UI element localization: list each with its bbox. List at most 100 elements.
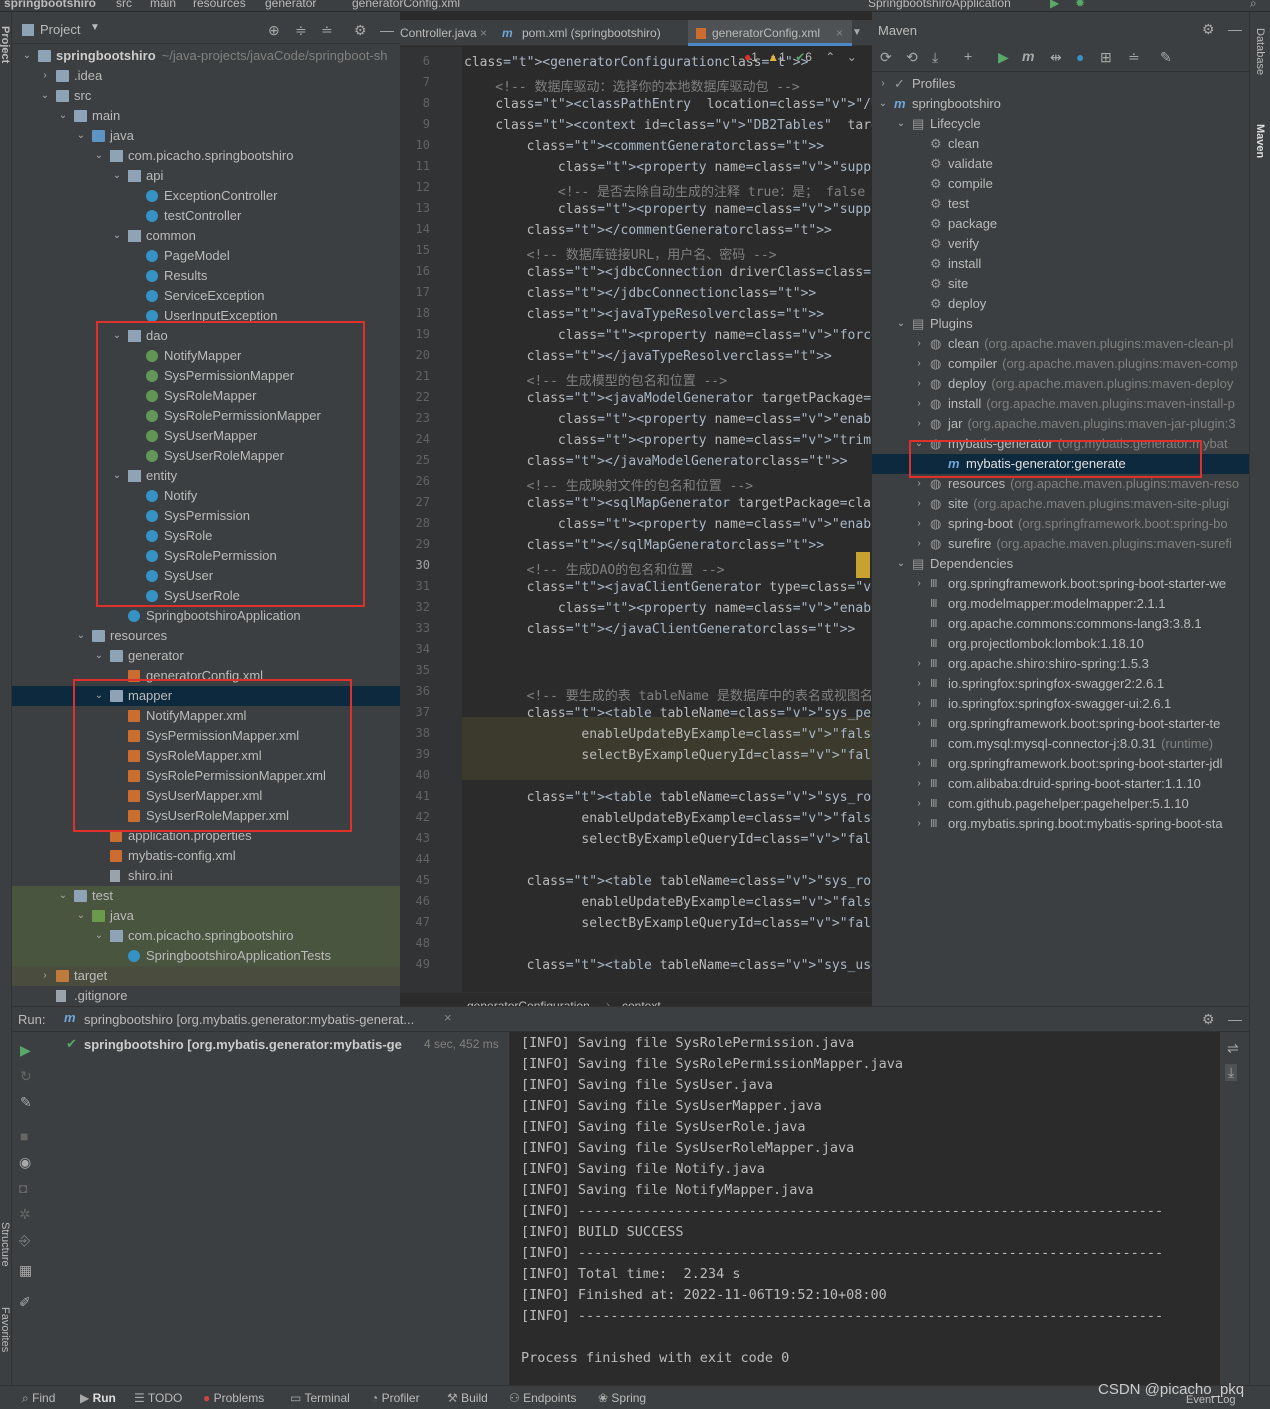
favorites-tool-tab[interactable]: Favorites <box>0 1307 11 1353</box>
skip-tests-icon[interactable]: ● <box>1076 49 1085 65</box>
tree-item-entity[interactable]: ⌄entity <box>12 466 400 486</box>
crumb-generator[interactable]: generator <box>265 0 317 10</box>
download-icon[interactable]: ⤓ <box>932 49 939 65</box>
tree-item-package[interactable]: ⌄com.picacho.springbootshiro <box>12 146 400 166</box>
chevron-down-icon[interactable]: ⌄ <box>112 170 122 181</box>
code-line[interactable]: class="t"><property name=class="v">"trim… <box>557 433 872 448</box>
code-line[interactable]: class="t"><generatorConfigurationclass="… <box>464 55 809 70</box>
code-line[interactable]: class="t"><property name=class="v">"supp… <box>557 160 872 175</box>
tree-item-src[interactable]: ⌄src <box>12 86 400 106</box>
code-line[interactable]: class="t"><property name=class="v">"forc… <box>557 328 872 343</box>
chevron-right-icon[interactable]: › <box>917 678 921 689</box>
chevron-down-icon[interactable]: ⌄ <box>58 110 68 121</box>
hide-icon[interactable]: — <box>1228 21 1242 37</box>
close-icon[interactable]: × <box>444 1010 452 1025</box>
chevron-down-icon[interactable]: ⌄ <box>22 50 32 61</box>
run-tree-item[interactable]: springbootshiro [org.mybatis.generator:m… <box>84 1037 402 1052</box>
run-tab[interactable]: springbootshiro [org.mybatis.generator:m… <box>84 1012 415 1027</box>
maven-item-compile[interactable]: ⚙compile <box>872 174 1249 194</box>
chevron-right-icon[interactable]: › <box>881 78 885 89</box>
layout-icon[interactable]: ▦ <box>19 1262 33 1278</box>
tool-tab-build[interactable]: ⚒ Build <box>447 1391 488 1405</box>
tree-item-test-package[interactable]: ⌄com.picacho.springbootshiro <box>12 926 400 946</box>
chevron-down-icon[interactable]: ⌄ <box>76 630 86 641</box>
chevron-right-icon[interactable]: › <box>917 398 921 409</box>
code-line[interactable]: class="t"><javaModelGenerator targetPack… <box>526 391 872 406</box>
maven-item-verify[interactable]: ⚙verify <box>872 234 1249 254</box>
chevron-down-icon[interactable]: ⌄ <box>58 890 68 901</box>
maven-item-clean[interactable]: ›◍clean(org.apache.maven.plugins:maven-c… <box>872 334 1249 354</box>
run-icon[interactable]: ▶ <box>1050 0 1060 10</box>
exit-icon[interactable]: ⎆ <box>19 1232 31 1248</box>
chevron-right-icon[interactable]: › <box>917 358 921 369</box>
tool-tab-spring[interactable]: ❀ Spring <box>598 1391 646 1405</box>
tree-item-PageModel[interactable]: PageModel <box>12 246 400 266</box>
wrench-icon[interactable]: ✎ <box>1160 49 1172 65</box>
tree-item-java[interactable]: ⌄java <box>12 126 400 146</box>
tool-tab-find[interactable]: ⌕ Find <box>22 1391 55 1406</box>
wrench-icon[interactable]: ✎ <box>20 1094 32 1110</box>
maven-item-lifecycle[interactable]: ⌄▤Lifecycle <box>872 114 1249 134</box>
tool-tab-terminal[interactable]: ▭ Terminal <box>290 1391 350 1405</box>
maven-item-plugins[interactable]: ⌄▤Plugins <box>872 314 1249 334</box>
code-line[interactable]: selectByExampleQueryId=class="v">"false"… <box>581 748 872 763</box>
generate-sources-icon[interactable]: ⟲ <box>906 49 918 65</box>
code-line[interactable]: class="t"><javaClientGenerator type=clas… <box>526 580 872 595</box>
chevron-right-icon[interactable]: › <box>917 378 921 389</box>
code-line[interactable]: enableUpdateByExample=class="v">"false" … <box>581 811 872 826</box>
tree-item-UserInputException[interactable]: UserInputException <box>12 306 400 326</box>
code-line[interactable]: selectByExampleQueryId=class="v">"false"… <box>581 916 872 931</box>
tree-item-NotifyMapper-xml[interactable]: NotifyMapper.xml <box>12 706 400 726</box>
code-line[interactable]: class="t"><property name=class="v">"enab… <box>557 601 872 616</box>
database-tool-tab[interactable]: Database <box>1254 28 1266 76</box>
tree-item-application-properties[interactable]: application.properties <box>12 826 400 846</box>
tree-item-generatorConfig[interactable]: generatorConfig.xml <box>12 666 400 686</box>
add-icon[interactable]: + <box>964 48 973 64</box>
code-line[interactable]: class="t"><javaTypeResolverclass="t">> <box>526 307 825 322</box>
chevron-down-icon[interactable]: ⌄ <box>896 118 906 129</box>
code-line[interactable]: <!-- 数据库驱动：选择你的本地数据库驱动包 --> <box>464 80 800 95</box>
code-line[interactable]: class="t"><context id=class="v">"DB2Tabl… <box>495 118 872 133</box>
tree-item-SysRoleMapper-xml[interactable]: SysRoleMapper.xml <box>12 746 400 766</box>
settings-icon[interactable]: ✲ <box>19 1206 31 1222</box>
tree-item-SysUser[interactable]: SysUser <box>12 566 400 586</box>
expand-all-icon[interactable]: ≑ <box>295 22 307 38</box>
crumb-file[interactable]: generatorConfig.xml <box>352 0 461 10</box>
chevron-right-icon[interactable]: › <box>917 418 921 429</box>
maven-item-deploy[interactable]: ⚙deploy <box>872 294 1249 314</box>
collapse-all-icon[interactable]: ≐ <box>321 22 333 38</box>
code-line[interactable]: <!-- 生成映射文件的包名和位置 --> <box>464 479 754 494</box>
code-line[interactable]: class="t"><property name=class="v">"enab… <box>557 517 872 532</box>
search-everywhere-icon[interactable]: ⌕ <box>1250 0 1257 10</box>
tree-item-NotifyMapper[interactable]: NotifyMapper <box>12 346 400 366</box>
tree-item-ServiceException[interactable]: ServiceException <box>12 286 400 306</box>
code-line[interactable]: class="t"><table tableName=class="v">"sy… <box>526 706 872 721</box>
chevron-right-icon[interactable]: › <box>917 718 921 729</box>
eye-icon[interactable]: ◉ <box>19 1154 32 1170</box>
code-line[interactable]: class="t"><table tableName=class="v">"sy… <box>526 874 872 889</box>
code-line[interactable]: class="t"><jdbcConnection driverClass=cl… <box>526 265 872 280</box>
breadcrumb-context[interactable]: context <box>622 999 661 1006</box>
run-config-selector[interactable]: SpringbootshiroApplication <box>868 0 1011 10</box>
chevron-right-icon[interactable]: › <box>917 518 921 529</box>
chevron-down-icon[interactable]: ⌄ <box>94 650 104 661</box>
tree-item-SysPermissionMapper-xml[interactable]: SysPermissionMapper.xml <box>12 726 400 746</box>
tree-item-root[interactable]: ⌄springbootshiro~/java-projects/javaCode… <box>12 46 400 66</box>
tree-item-SysRolePermission[interactable]: SysRolePermission <box>12 546 400 566</box>
tree-item-idea[interactable]: ›.idea <box>12 66 400 86</box>
maven-item-dependencies[interactable]: ⌄▤Dependencies <box>872 554 1249 574</box>
tree-item-SysUserRoleMapper-xml[interactable]: SysUserRoleMapper.xml <box>12 806 400 826</box>
maven-item-package[interactable]: ⚙package <box>872 214 1249 234</box>
tree-item-mybatis-config[interactable]: mybatis-config.xml <box>12 846 400 866</box>
stop-icon[interactable]: ■ <box>20 1128 29 1144</box>
code-line[interactable]: class="t"></jdbcConnectionclass="t">> <box>526 286 817 301</box>
code-line[interactable]: class="t"><property name=class="v">"supp… <box>557 202 872 217</box>
crumb-src[interactable]: src <box>116 0 132 10</box>
